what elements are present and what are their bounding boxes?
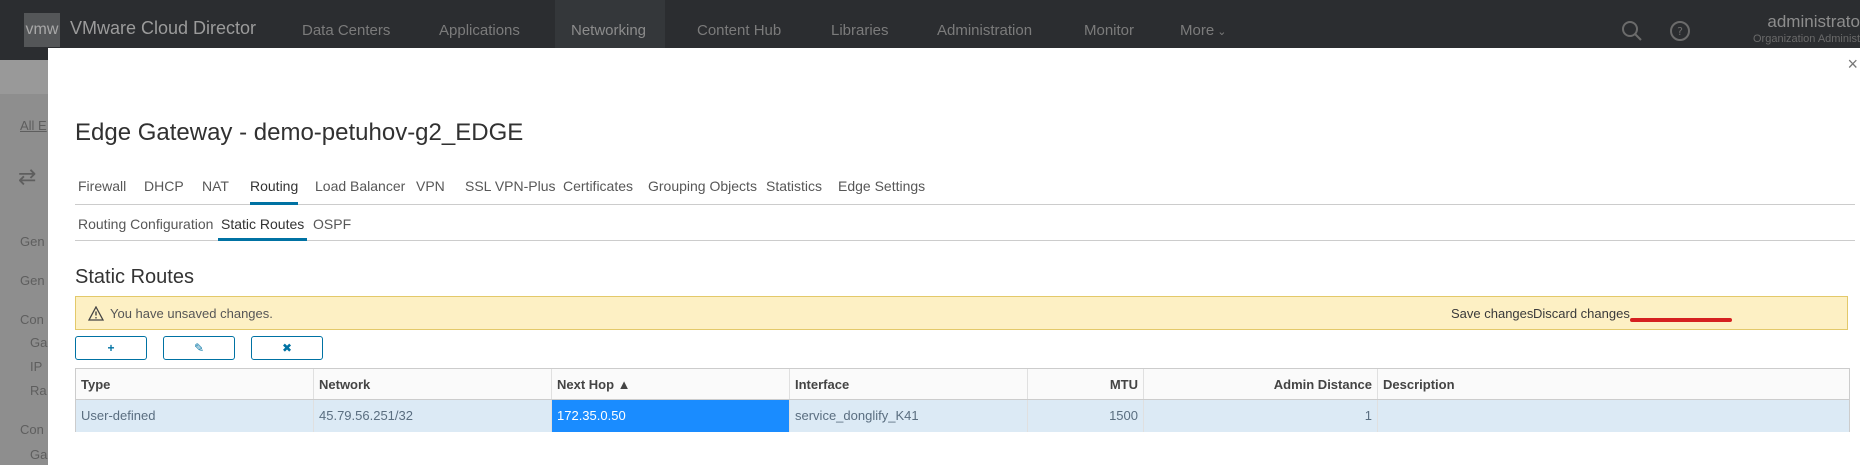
close-icon: ✖: [281, 341, 293, 355]
tab-load-balancer[interactable]: Load Balancer: [315, 178, 406, 194]
col-mtu[interactable]: MTU: [1028, 369, 1144, 399]
edit-button[interactable]: ✎: [163, 336, 235, 360]
col-description[interactable]: Description: [1383, 377, 1455, 392]
breadcrumb: All E: [20, 118, 47, 133]
close-icon[interactable]: ×: [1847, 54, 1858, 74]
tab-dhcp[interactable]: DHCP: [144, 178, 184, 194]
save-highlight-underline: [1630, 318, 1732, 322]
subtab-routing-configuration[interactable]: Routing Configuration: [78, 216, 214, 232]
col-next-hop[interactable]: Next Hop ▲: [552, 369, 790, 399]
tab-grouping-objects[interactable]: Grouping Objects: [648, 178, 757, 194]
tab-firewall[interactable]: Firewall: [78, 178, 127, 194]
cell-next-hop[interactable]: 172.35.0.50: [552, 400, 790, 432]
discard-changes-link[interactable]: Discard changes: [1533, 306, 1630, 321]
edit-icon: ✎: [193, 341, 205, 355]
main-tabs: Firewall DHCP NAT Routing Load Balancer …: [75, 168, 1855, 205]
cell-network: 45.79.56.251/32: [314, 400, 552, 432]
add-button[interactable]: +: [75, 336, 147, 360]
nav-applications[interactable]: Applications: [439, 22, 520, 39]
col-interface[interactable]: Interface: [790, 369, 1028, 399]
vmware-logo: vmw: [24, 13, 60, 47]
svg-text:?: ?: [1677, 25, 1683, 38]
alert-message: You have unsaved changes.: [110, 306, 273, 321]
nav-networking[interactable]: Networking: [571, 22, 647, 39]
side-item: Ga: [30, 447, 48, 462]
static-routes-table: Type Network Next Hop ▲ Interface MTU Ad…: [75, 368, 1850, 432]
tab-statistics[interactable]: Statistics: [766, 178, 823, 194]
brand-title: VMware Cloud Director: [70, 18, 257, 38]
routing-subtabs: Routing Configuration Static Routes OSPF: [75, 206, 1855, 241]
modal-title: Edge Gateway - demo-petuhov-g2_EDGE: [75, 119, 524, 146]
unsaved-changes-alert: You have unsaved changes. Save changes D…: [75, 296, 1848, 330]
cell-interface: service_donglify_K41: [790, 400, 1028, 432]
cell-mtu: 1500: [1028, 400, 1144, 432]
user-org: Organization Administ: [1753, 33, 1860, 45]
edge-gateway-icon: ⇄: [18, 164, 37, 189]
cell-type: User-defined: [76, 400, 314, 432]
subtab-static-routes[interactable]: Static Routes: [218, 216, 308, 241]
chevron-down-icon: ⌄: [1214, 26, 1227, 38]
nav-administration[interactable]: Administration: [937, 22, 1033, 39]
warning-icon: [88, 306, 104, 321]
tab-edge-settings[interactable]: Edge Settings: [838, 178, 926, 194]
plus-icon: +: [107, 341, 115, 355]
nav-content-hub[interactable]: Content Hub: [697, 22, 782, 39]
save-changes-link[interactable]: Save changes: [1451, 306, 1534, 321]
subtab-ospf[interactable]: OSPF: [313, 216, 352, 232]
nav-more-label: More: [1180, 22, 1215, 39]
side-item: Gen: [20, 273, 45, 288]
nav-monitor[interactable]: Monitor: [1084, 22, 1135, 39]
user-name[interactable]: administrato: [1767, 12, 1860, 31]
tab-ssl-vpn-plus[interactable]: SSL VPN-Plus: [465, 178, 556, 194]
table-row[interactable]: User-defined 45.79.56.251/32 172.35.0.50…: [76, 400, 1849, 432]
side-item: IP: [30, 359, 43, 374]
tab-nat[interactable]: NAT: [202, 178, 229, 194]
section-title: Static Routes: [75, 266, 194, 288]
side-item: Ra: [30, 383, 47, 398]
nav-data-centers[interactable]: Data Centers: [302, 22, 391, 39]
tab-vpn[interactable]: VPN: [416, 178, 445, 194]
col-admin-distance[interactable]: Admin Distance: [1144, 369, 1378, 399]
side-item: Gen: [20, 234, 45, 249]
side-item: Ga: [30, 335, 48, 350]
side-item: Con: [20, 312, 44, 327]
cell-description: [1378, 400, 1850, 432]
cell-admin-distance: 1: [1144, 400, 1378, 432]
nav-more[interactable]: More ⌄: [1180, 22, 1226, 39]
table-header: Type Network Next Hop ▲ Interface MTU Ad…: [76, 369, 1849, 400]
edge-gateway-modal: × Edge Gateway - demo-petuhov-g2_EDGE Fi…: [48, 48, 1860, 465]
search-icon[interactable]: [1621, 20, 1643, 42]
nav-libraries[interactable]: Libraries: [831, 22, 889, 39]
side-item: Con: [20, 422, 44, 437]
col-type[interactable]: Type: [76, 369, 314, 399]
col-network[interactable]: Network: [314, 369, 552, 399]
tab-routing[interactable]: Routing: [250, 178, 299, 205]
delete-button[interactable]: ✖: [251, 336, 323, 360]
tab-certificates[interactable]: Certificates: [563, 178, 634, 194]
help-icon[interactable]: ?: [1669, 20, 1691, 42]
